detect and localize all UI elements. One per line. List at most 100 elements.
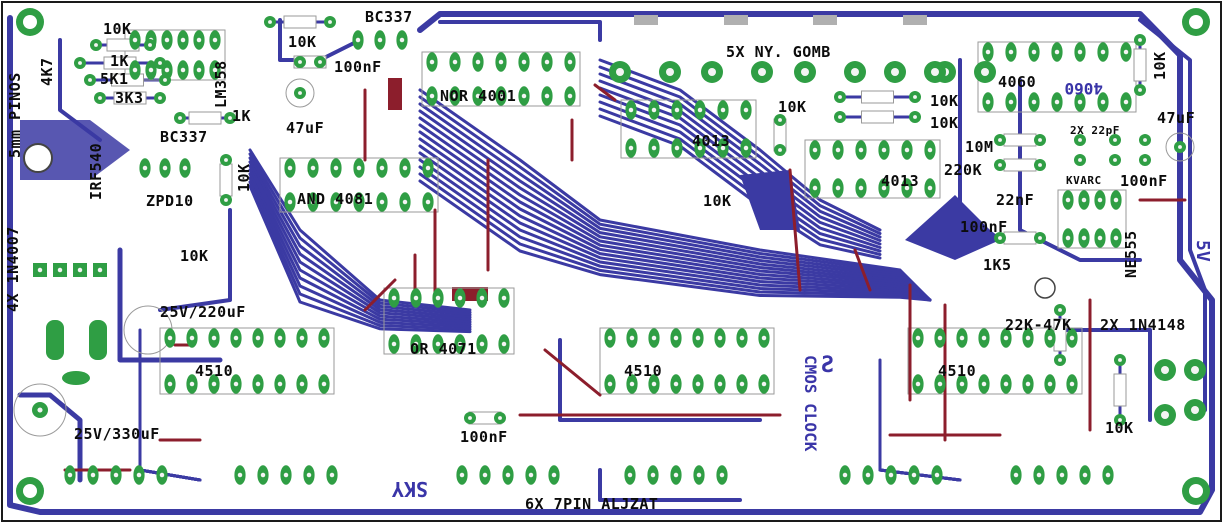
pad-hole bbox=[435, 295, 441, 301]
label-c-100nf-bottom: 100nF bbox=[460, 428, 508, 446]
diode-pad bbox=[46, 320, 64, 360]
pad-hole bbox=[761, 335, 767, 341]
pad-hole bbox=[1082, 472, 1088, 478]
pad-hole bbox=[695, 381, 701, 387]
pad-hole bbox=[544, 59, 550, 65]
button-pad-hole bbox=[1161, 366, 1169, 374]
label-c-22nf: 22nF bbox=[996, 191, 1034, 209]
label-r-10k-d: 10K bbox=[930, 92, 959, 110]
ic-outline bbox=[1057, 189, 1127, 249]
pad-hole bbox=[904, 185, 910, 191]
pad-hole bbox=[298, 91, 302, 95]
pad-hole bbox=[719, 472, 725, 478]
button-marker bbox=[903, 15, 927, 25]
ic-outline bbox=[383, 287, 515, 355]
pad-hole bbox=[1038, 163, 1042, 167]
pad-hole bbox=[1047, 335, 1053, 341]
resistor-body bbox=[1133, 48, 1147, 82]
pad-hole bbox=[739, 335, 745, 341]
pad-hole bbox=[163, 78, 167, 82]
label-or-4071: OR 4071 bbox=[410, 340, 477, 358]
pad-hole bbox=[521, 59, 527, 65]
pad-hole bbox=[1036, 472, 1042, 478]
label-kvarc: KVARC bbox=[1066, 174, 1102, 187]
pad-hole bbox=[178, 116, 182, 120]
ic-outline bbox=[279, 157, 439, 213]
jumper bbox=[543, 348, 602, 397]
button-marker bbox=[813, 15, 837, 25]
label-r-1k-a: 1K bbox=[110, 52, 129, 70]
pad-hole bbox=[90, 472, 96, 478]
trace bbox=[418, 130, 932, 302]
pad-hole bbox=[67, 472, 73, 478]
pad-hole bbox=[391, 295, 397, 301]
pad-hole bbox=[298, 60, 302, 64]
pad-hole bbox=[1081, 197, 1087, 203]
pad-hole bbox=[720, 145, 726, 151]
pad-hole bbox=[57, 267, 63, 273]
pad-hole bbox=[1003, 381, 1009, 387]
pad-hole bbox=[674, 145, 680, 151]
label-r-10k-b: 10K bbox=[288, 33, 317, 51]
pad-hole bbox=[934, 472, 940, 478]
pad-hole bbox=[429, 59, 435, 65]
pad-hole bbox=[998, 138, 1002, 142]
label-ne555: NE555 bbox=[1122, 230, 1140, 278]
pad-hole bbox=[674, 107, 680, 113]
pad-hole bbox=[915, 335, 921, 341]
resistor-body bbox=[1003, 158, 1037, 172]
trace bbox=[248, 176, 472, 329]
pad-hole bbox=[425, 199, 431, 205]
pad-hole bbox=[607, 381, 613, 387]
resistor-body bbox=[1003, 231, 1037, 245]
label-bc337-mid: BC337 bbox=[160, 128, 208, 146]
pad-hole bbox=[927, 185, 933, 191]
label-r-10k-e: 10K bbox=[930, 114, 959, 132]
pad-hole bbox=[413, 295, 419, 301]
label-and-4081: AND 4081 bbox=[297, 190, 373, 208]
pad-hole bbox=[838, 115, 842, 119]
ic-outline bbox=[421, 51, 581, 107]
pad-hole bbox=[356, 199, 362, 205]
pad-hole bbox=[1008, 99, 1014, 105]
smd-part bbox=[388, 78, 402, 110]
label-r-10k-a: 10K bbox=[103, 20, 132, 38]
pad-hole bbox=[196, 67, 202, 73]
pad-hole bbox=[1059, 472, 1065, 478]
pad-hole bbox=[985, 49, 991, 55]
pad-hole bbox=[835, 185, 841, 191]
pad-hole bbox=[673, 472, 679, 478]
pad-hole bbox=[1054, 49, 1060, 55]
copper-fill bbox=[740, 170, 800, 230]
pad-hole bbox=[435, 341, 441, 347]
label-ic-4510-c: 4510 bbox=[938, 362, 976, 380]
button-pad-hole bbox=[1161, 411, 1169, 419]
pad-hole bbox=[607, 335, 613, 341]
trace bbox=[1138, 18, 1207, 412]
pad-hole bbox=[627, 472, 633, 478]
pad-hole bbox=[1065, 197, 1071, 203]
trace bbox=[117, 247, 223, 363]
pad-hole bbox=[196, 37, 202, 43]
pad-hole bbox=[211, 381, 217, 387]
pad-hole bbox=[812, 185, 818, 191]
label-5x-ny-gomb: 5X NY. GOMB bbox=[726, 43, 831, 61]
pad-hole bbox=[452, 59, 458, 65]
pad-hole bbox=[180, 37, 186, 43]
pad-hole bbox=[212, 37, 218, 43]
pad-hole bbox=[927, 147, 933, 153]
label-c-47uf-left: 47uF bbox=[286, 119, 324, 137]
pad-hole bbox=[158, 61, 162, 65]
resistor-body bbox=[219, 163, 233, 197]
pad-hole bbox=[268, 20, 272, 24]
pad-hole bbox=[1143, 158, 1147, 162]
jumper bbox=[853, 248, 872, 292]
pad-hole bbox=[333, 199, 339, 205]
pad-hole bbox=[318, 60, 322, 64]
pad-hole bbox=[778, 148, 782, 152]
pad-hole bbox=[1097, 197, 1103, 203]
pad-hole bbox=[299, 335, 305, 341]
trace bbox=[598, 58, 882, 232]
pad-hole bbox=[136, 472, 142, 478]
resistor-body bbox=[1003, 133, 1037, 147]
